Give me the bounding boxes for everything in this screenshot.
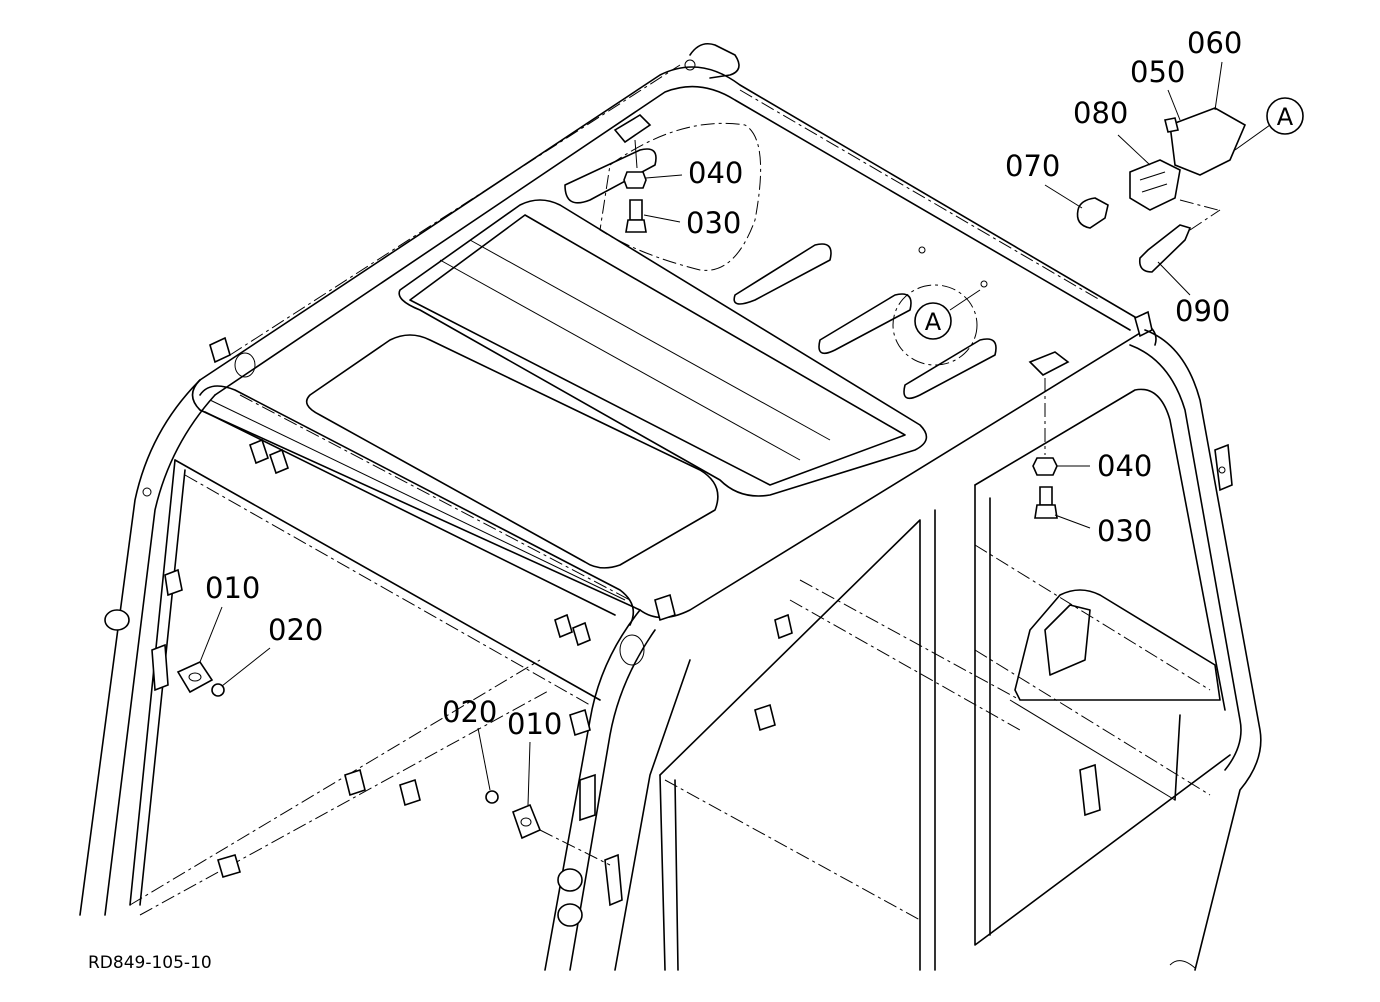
latch-bottom (477, 727, 611, 866)
detail-marker-detail: A (1266, 97, 1304, 135)
callout-050: 050 (1130, 55, 1185, 89)
bolt-030-right (1039, 486, 1053, 506)
detail-label-a-cab: A (925, 308, 942, 336)
latch-left (176, 606, 271, 697)
diagram-code: RD849-105-10 (88, 953, 212, 973)
bracket-060 (1169, 107, 1247, 176)
callout-020-bottom: 020 (442, 695, 497, 729)
screw-090 (1138, 224, 1192, 273)
callout-090: 090 (1175, 294, 1230, 328)
callout-020-left: 020 (268, 613, 323, 647)
callout-010-left: 010 (205, 571, 260, 605)
screw-020-bottom (485, 790, 499, 804)
callout-labels: 010 020 020 010 040 030 040 030 060 050 … (205, 26, 1242, 741)
detail-marker-on-cab: A (892, 246, 988, 366)
cab-frame (79, 329, 1262, 971)
callout-030-right: 030 (1097, 514, 1152, 548)
latch-010-bottom (511, 803, 542, 840)
detail-label-a-detail: A (1277, 103, 1294, 131)
callout-040-right: 040 (1097, 449, 1152, 483)
callout-070: 070 (1005, 149, 1060, 183)
clip-nut-top (613, 113, 652, 144)
nut-040-right (1032, 457, 1058, 476)
detail-a-assembly (1044, 61, 1271, 296)
latch-080 (1129, 159, 1181, 211)
cab-roof (191, 42, 1157, 666)
latch-010-left (176, 660, 214, 694)
bolt-030-top (629, 199, 643, 221)
callout-040-top: 040 (688, 156, 743, 190)
clip-nut-right (1028, 351, 1070, 376)
callout-030-top: 030 (686, 206, 741, 240)
nut-040-top (623, 171, 647, 189)
detail-balloon-top (599, 113, 762, 271)
callout-060: 060 (1187, 26, 1242, 60)
screw-020-left (211, 683, 225, 697)
callout-080: 080 (1073, 96, 1128, 130)
callout-010-bottom: 010 (507, 707, 562, 741)
corner-fasteners-right (1028, 351, 1091, 529)
part-050 (1164, 117, 1179, 133)
screw-070 (1076, 197, 1109, 229)
